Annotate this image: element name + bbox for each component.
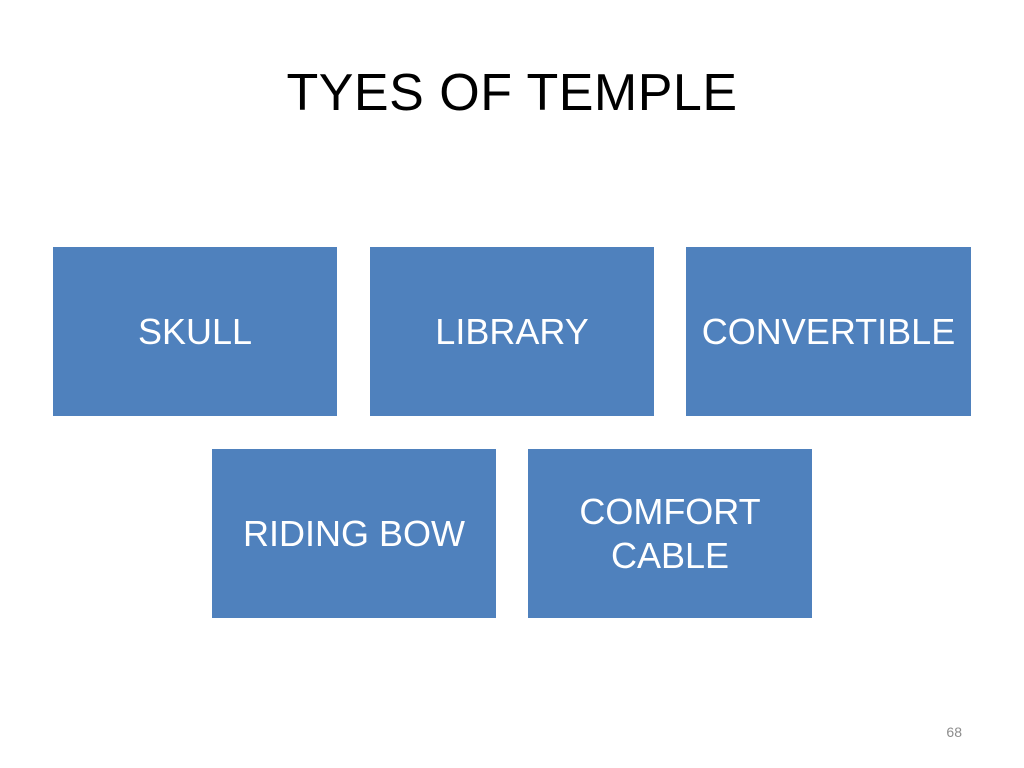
type-box-skull: SKULL: [53, 247, 337, 416]
type-box-label: CONVERTIBLE: [701, 310, 956, 352]
type-box-label: LIBRARY: [435, 310, 589, 352]
slide-title: TYES OF TEMPLE: [286, 64, 738, 122]
page-number: 68: [946, 724, 962, 740]
type-box-riding-bow: RIDING BOW: [212, 449, 496, 618]
type-box-convertible: CONVERTIBLE: [686, 247, 971, 416]
type-box-label: SKULL: [138, 310, 253, 352]
type-box-library: LIBRARY: [370, 247, 654, 416]
type-box-label: COMFORT CABLE: [579, 491, 761, 576]
type-box-comfort-cable: COMFORT CABLE: [528, 449, 812, 618]
type-box-label: RIDING BOW: [243, 512, 465, 554]
